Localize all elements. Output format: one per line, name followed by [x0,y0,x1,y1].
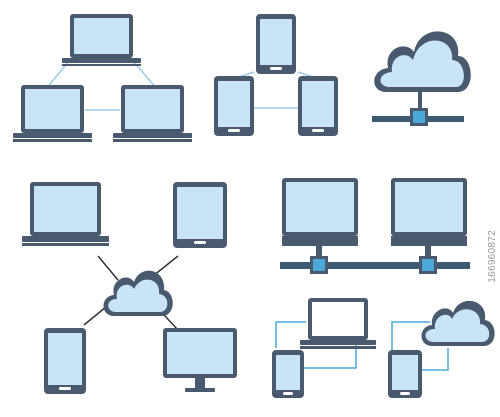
tablet-icon [44,328,86,394]
cloud-icon [103,270,173,316]
laptop-icon [300,298,376,349]
monitor-icon [282,178,358,256]
monitor-icon [163,328,237,392]
laptop-phone-connection-icon [272,298,376,398]
stock-image-id: 166960872 [487,230,498,283]
phone-icon [272,350,304,398]
phone-icon [214,76,254,136]
phone-icon [298,76,338,136]
laptop-icon [22,182,109,246]
laptop-network-icon [13,14,192,142]
monitor-bus-icon [280,178,470,274]
laptop-icon [113,85,192,142]
cloud-phone-connection-icon [388,300,495,398]
phone-network-icon [214,14,338,136]
phone-icon [388,350,422,398]
phone-icon [256,14,296,74]
cloud-server-icon [372,31,471,126]
laptop-icon [62,14,141,66]
laptop-tablet-cloud-icon [22,182,237,394]
laptop-icon [13,85,92,142]
monitor-icon [391,178,467,256]
tablet-icon [173,182,227,248]
cloud-icon [421,300,495,346]
